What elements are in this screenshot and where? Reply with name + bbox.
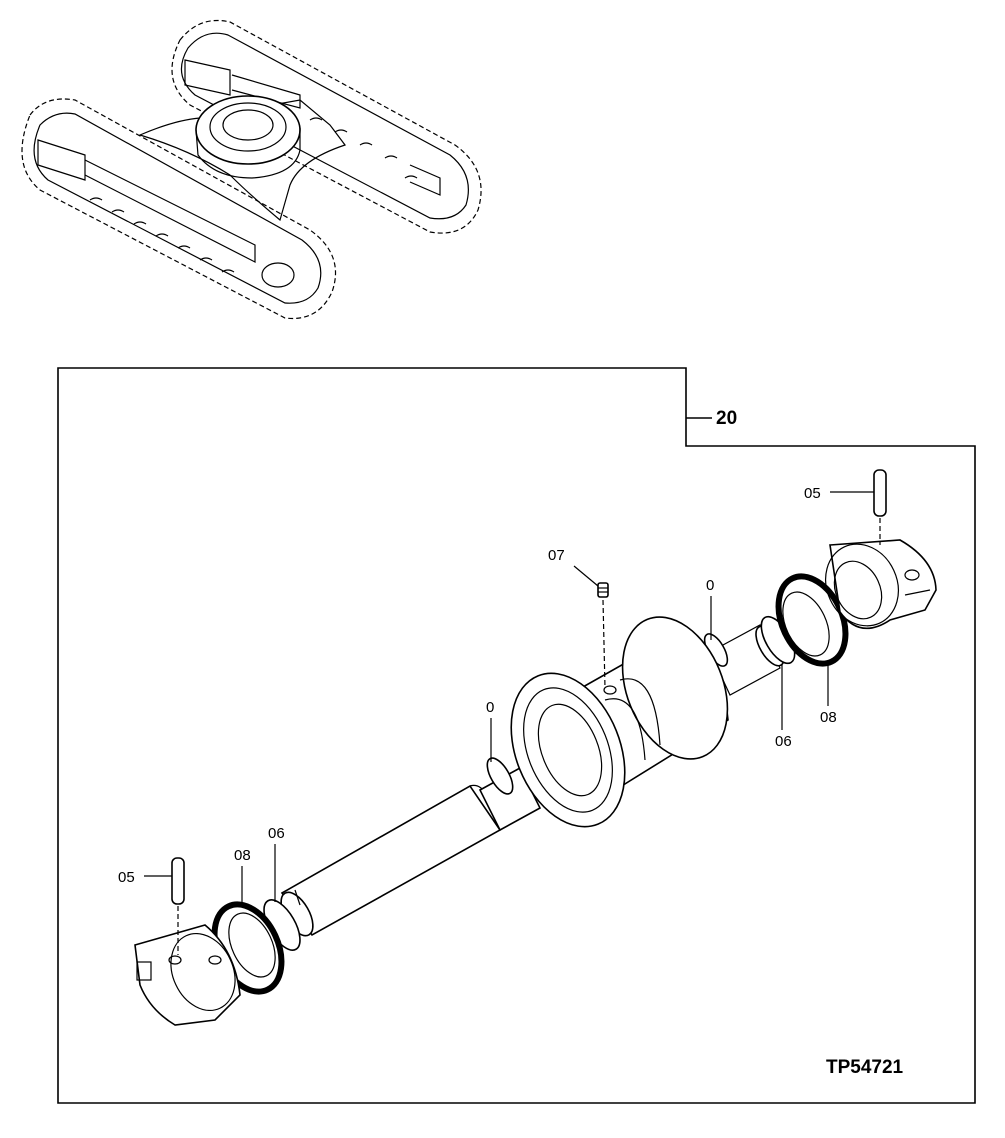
seal-right xyxy=(775,573,849,667)
plug xyxy=(597,582,609,689)
undercarriage-overview xyxy=(21,19,482,320)
bracket-left xyxy=(134,924,241,1026)
callout-seal-left: 08 xyxy=(234,847,251,864)
callout-pin-left: 05 xyxy=(118,869,135,886)
callout-collar-right: 06 xyxy=(775,733,792,750)
callout-oring-center-right: 0 xyxy=(706,577,714,594)
callout-oring-center-left: 0 xyxy=(486,699,494,716)
figure-id: TP54721 xyxy=(826,1057,904,1078)
pin-left xyxy=(171,857,185,955)
callout-plug: 07 xyxy=(548,547,565,564)
pin-right xyxy=(873,469,887,545)
roller-marks xyxy=(89,117,418,273)
callout-pin-right: 05 xyxy=(804,485,821,502)
oring-center-left xyxy=(486,757,514,795)
callout-collar-left: 06 xyxy=(268,825,285,842)
roller-body xyxy=(510,616,729,828)
callout-seal-right: 08 xyxy=(820,709,837,726)
center-frame xyxy=(138,95,346,222)
callouts: 05 07 0 0 08 06 06 08 05 xyxy=(118,485,874,904)
front-track-frame xyxy=(21,98,418,320)
bracket-right xyxy=(825,539,937,630)
group-number: 20 xyxy=(716,408,737,429)
roller-assembly xyxy=(134,469,937,1026)
group-frame-border xyxy=(57,367,976,1104)
rear-track-frame xyxy=(171,19,482,234)
